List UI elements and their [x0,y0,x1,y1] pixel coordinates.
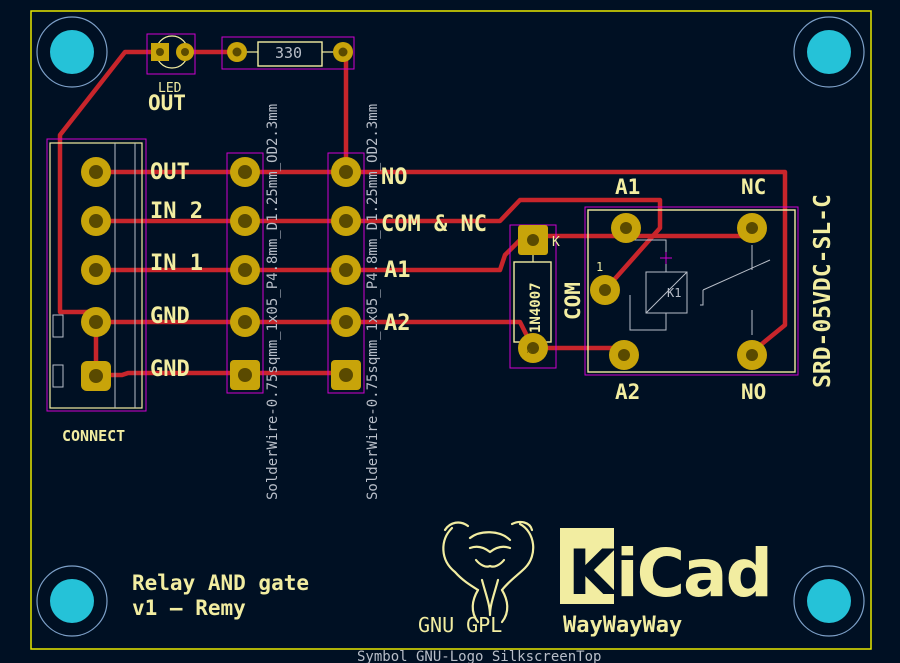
mount-hole-br [793,565,865,637]
kicad-logo-text: iCad [616,535,771,612]
solder-wire-a-pad-2 [230,307,260,337]
mount-hole-bl [36,565,108,637]
wire-label-a1: A1 [384,258,411,283]
relay-pad-no [737,340,767,370]
relay-no-label: NO [741,380,766,404]
solder-wire-b-footprint: SolderWire-0.75sqmm_1x05_P4.8mm_D1.25mm_… [365,104,381,500]
connector-label-gnd-1: GND [150,304,190,329]
solder-wire-b-pad-1 [331,360,361,390]
brand-text: WayWayWay [563,613,682,638]
connector-label-in1: IN 1 [150,251,203,276]
mount-hole-tr [793,16,865,88]
diode [509,224,557,369]
solder-wire-b-pad-2 [331,307,361,337]
diode-pad-k [518,225,548,255]
diode-value: 1N4007 [528,282,544,333]
led-out-label: OUT [148,91,186,115]
svg-text:K: K [568,536,618,609]
trace-gnd-bus [93,370,349,378]
solder-wire-a-pad-1 [230,360,260,390]
solder-wire-a-footprint: SolderWire-0.75sqmm_1x05_P4.8mm_D1.25mm_… [265,104,281,500]
relay-pad-nc [737,213,767,243]
connector-label-in2: IN 2 [150,199,203,224]
relay [584,206,799,376]
connector-pad-4 [81,206,111,236]
resistor [221,36,355,70]
trace-out-no [93,169,788,355]
diode-pin-k: K [552,235,560,250]
relay-pin1: 1 [596,260,603,274]
solder-wire-a-pad-5 [230,157,260,187]
gnu-logo [442,520,535,624]
relay-pad-a2 [609,340,639,370]
solder-wire-b [327,152,365,394]
board-edge [30,10,872,650]
trace-led-gnd [57,49,163,315]
diode-pin-a: A [527,348,532,355]
connector-pad-3 [81,255,111,285]
solder-wire-b-pad-5 [331,157,361,187]
relay-nc-label: NC [741,175,766,199]
mount-hole-tl [36,16,108,88]
kicad-logo: K [560,528,620,609]
solder-wire-a [226,152,264,394]
relay-part: SRD-05VDC-SL-C [810,194,836,388]
connector [46,138,147,412]
trace-in2-com [93,197,663,293]
relay-pad-a1 [611,213,641,243]
connector-pad-2 [81,307,111,337]
bottom-footprint-label: Symbol_GNU-Logo_SilkscreenTop [357,649,601,663]
relay-ref: K1 [667,286,681,300]
relay-a2-label: A2 [615,380,640,404]
connector-ref: CONNECT [62,427,125,445]
relay-a1-label: A1 [615,175,640,199]
wire-label-a2: A2 [384,311,411,336]
connector-pad-5 [81,157,111,187]
wire-label-com-nc: COM & NC [381,212,487,237]
board-title-line2: v1 — Remy [132,596,246,620]
led-ref: LED [158,81,182,96]
solder-wire-b-pad-4 [331,206,361,236]
gnu-gpl-text: GNU GPL [418,613,502,637]
solder-wire-b-pad-3 [331,255,361,285]
trace-resistor-no [340,49,349,175]
diode-pad-a [518,333,548,363]
led [146,33,196,75]
board-title-line1: Relay AND gate [132,571,309,595]
relay-pad-com [590,275,620,305]
resistor-value: 330 [275,44,302,62]
relay-com-label: COM [561,282,585,320]
connector-label-out: OUT [150,160,190,185]
solder-wire-a-pad-3 [230,255,260,285]
connector-pad-1 [81,361,111,391]
solder-wire-a-pad-4 [230,206,260,236]
connector-label-gnd-2: GND [150,357,190,382]
wire-label-no: NO [381,165,408,190]
